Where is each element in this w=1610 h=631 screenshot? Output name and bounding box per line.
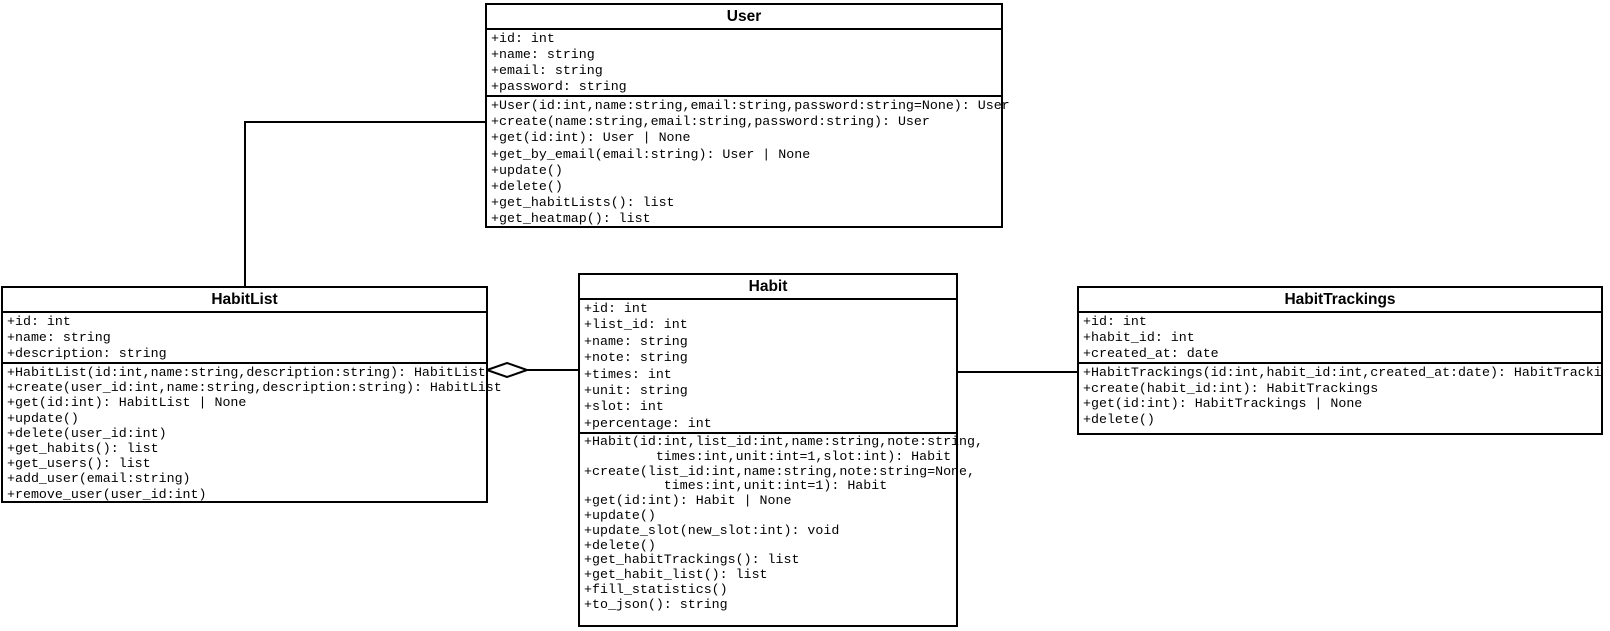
methods-compartment-user: +User(id:int,name:string,email:string,pa… <box>487 97 1010 228</box>
association-habit-habittrackings-line <box>956 371 1079 373</box>
method-row: +create(list_id:int,name:string,note:str… <box>584 463 975 479</box>
method-row: +create(name:string,email:string,passwor… <box>491 114 930 130</box>
class-box-habit: Habit +id: int+list_id: int+name: string… <box>578 273 983 628</box>
method-row: +get_users(): list <box>7 456 151 472</box>
method-row: +delete() <box>584 537 656 553</box>
attribute-row: +unit: string <box>584 383 688 399</box>
attribute-row: +description: string <box>7 346 167 361</box>
method-row: times:int,unit:int=1,slot:int): Habit <box>584 448 952 464</box>
aggregation-diamond-icon <box>486 362 528 378</box>
method-row: +update_slot(new_slot:int): void <box>584 522 840 538</box>
method-row: +update() <box>584 507 656 523</box>
attribute-row: +name: string <box>7 330 111 345</box>
method-row: +delete() <box>1083 411 1155 427</box>
class-title-habittrackings: HabitTrackings <box>1079 288 1601 313</box>
method-row: +update() <box>7 410 79 426</box>
attributes-compartment-habit: +id: int+list_id: int+name: string+note:… <box>580 300 956 434</box>
method-row: +HabitList(id:int,name:string,descriptio… <box>7 365 486 380</box>
attribute-row: +password: string <box>491 79 627 94</box>
method-row: +get_habitLists(): list <box>491 195 675 211</box>
method-row: +Habit(id:int,list_id:int,name:string,no… <box>584 434 983 449</box>
attribute-row: +id: int <box>1083 314 1147 329</box>
method-row: +update() <box>491 162 563 178</box>
attributes-compartment-user: +id: int+name: string+email: string+pass… <box>487 30 1001 97</box>
class-title-habit: Habit <box>580 275 956 300</box>
attribute-row: +times: int <box>584 366 672 382</box>
method-row: +get_by_email(email:string): User | None <box>491 146 811 162</box>
method-row: +delete(user_id:int) <box>7 425 167 441</box>
attribute-row: +id: int <box>584 301 648 316</box>
attributes-compartment-habittrackings: +id: int+habit_id: int+created_at: date <box>1079 313 1601 364</box>
attribute-row: +created_at: date <box>1083 346 1219 361</box>
method-row: +get(id:int): HabitList | None <box>7 395 247 411</box>
methods-compartment-habit: +Habit(id:int,list_id:int,name:string,no… <box>580 434 983 628</box>
method-row: +get(id:int): HabitTrackings | None <box>1083 396 1363 411</box>
attribute-row: +slot: int <box>584 399 664 415</box>
method-row: +to_json(): string <box>584 596 728 612</box>
attribute-row: +id: int <box>7 314 71 329</box>
method-row: +HabitTrackings(id:int,habit_id:int,crea… <box>1083 365 1603 380</box>
method-row: +delete() <box>491 179 563 195</box>
attribute-row: +habit_id: int <box>1083 330 1195 345</box>
method-row: +remove_user(user_id:int) <box>7 486 207 502</box>
aggregation-habitlist-habit-line <box>524 369 580 371</box>
method-row: +create(habit_id:int): HabitTrackings <box>1083 380 1379 396</box>
method-row: times:int,unit:int=1): Habit <box>584 478 888 494</box>
attribute-row: +email: string <box>491 63 603 78</box>
attribute-row: +percentage: int <box>584 415 712 431</box>
method-row: +get(id:int): User | None <box>491 130 691 146</box>
attribute-row: +id: int <box>491 31 555 46</box>
class-title-user: User <box>487 5 1001 30</box>
method-row: +add_user(email:string) <box>7 471 191 487</box>
class-title-habitlist: HabitList <box>3 288 486 313</box>
association-user-habitlist-horizontal <box>244 121 487 123</box>
attribute-row: +name: string <box>584 333 688 349</box>
method-row: +fill_statistics() <box>584 581 728 597</box>
association-user-habitlist-vertical <box>244 121 246 288</box>
class-box-habitlist: HabitList +id: int+name: string+descript… <box>1 286 502 503</box>
attributes-compartment-habitlist: +id: int+name: string+description: strin… <box>3 313 486 364</box>
method-row: +get_habits(): list <box>7 441 159 457</box>
attribute-row: +name: string <box>491 47 595 62</box>
methods-compartment-habitlist: +HabitList(id:int,name:string,descriptio… <box>3 364 502 503</box>
attribute-row: +note: string <box>584 350 688 366</box>
attribute-row: +list_id: int <box>584 317 688 333</box>
method-row: +create(user_id:int,name:string,descript… <box>7 380 502 396</box>
method-row: +get_habitTrackings(): list <box>584 552 800 568</box>
method-row: +get_heatmap(): list <box>491 211 651 227</box>
method-row: +User(id:int,name:string,email:string,pa… <box>491 98 1010 113</box>
methods-compartment-habittrackings: +HabitTrackings(id:int,habit_id:int,crea… <box>1079 364 1603 433</box>
class-box-habittrackings: HabitTrackings +id: int+habit_id: int+cr… <box>1077 286 1603 435</box>
method-row: +get(id:int): Habit | None <box>584 493 792 509</box>
method-row: +get_habit_list(): list <box>584 567 768 583</box>
class-box-user: User +id: int+name: string+email: string… <box>485 3 1010 228</box>
